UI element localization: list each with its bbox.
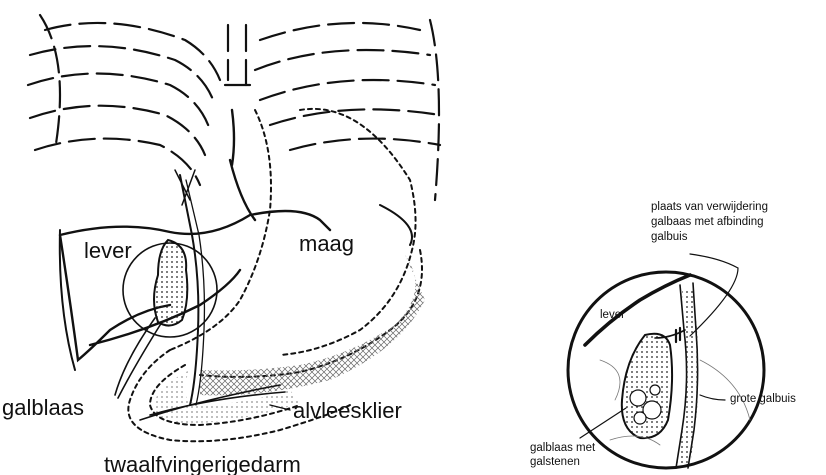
label-alvleesklier: alvleesklier (293, 398, 402, 423)
label-twaalfvingerigedarm: twaalfvingerigedarm (104, 452, 301, 475)
label-galblaas: galblaas (2, 395, 84, 420)
pancreas-outline (200, 250, 422, 377)
rib-margin (60, 205, 412, 370)
ligation-mark (676, 328, 680, 342)
label-grote-galbuis: grote galbuis (730, 393, 796, 405)
gallbladder (154, 240, 187, 326)
left-figure (28, 15, 440, 441)
label-galblaas-met: galblaas met (530, 442, 596, 454)
pointer-grote-galbuis (700, 395, 725, 400)
right-figure (568, 254, 764, 468)
gallstone (630, 390, 646, 406)
label-plaats-line1: plaats van verwijdering (651, 201, 768, 213)
label-detail-lever: lever (600, 309, 625, 321)
label-galstenen: galstenen (530, 456, 580, 468)
pointer-galblaas-met (580, 408, 626, 438)
liver-right-lobe (230, 110, 255, 220)
label-plaats-line3: galbuis (651, 231, 688, 243)
gallstone (634, 412, 646, 424)
gallstone (650, 385, 660, 395)
label-lever: lever (84, 238, 132, 263)
detail-gallbladder (622, 334, 672, 438)
label-plaats-line2: galbaas met afbinding (651, 216, 764, 228)
label-maag: maag (299, 231, 354, 256)
